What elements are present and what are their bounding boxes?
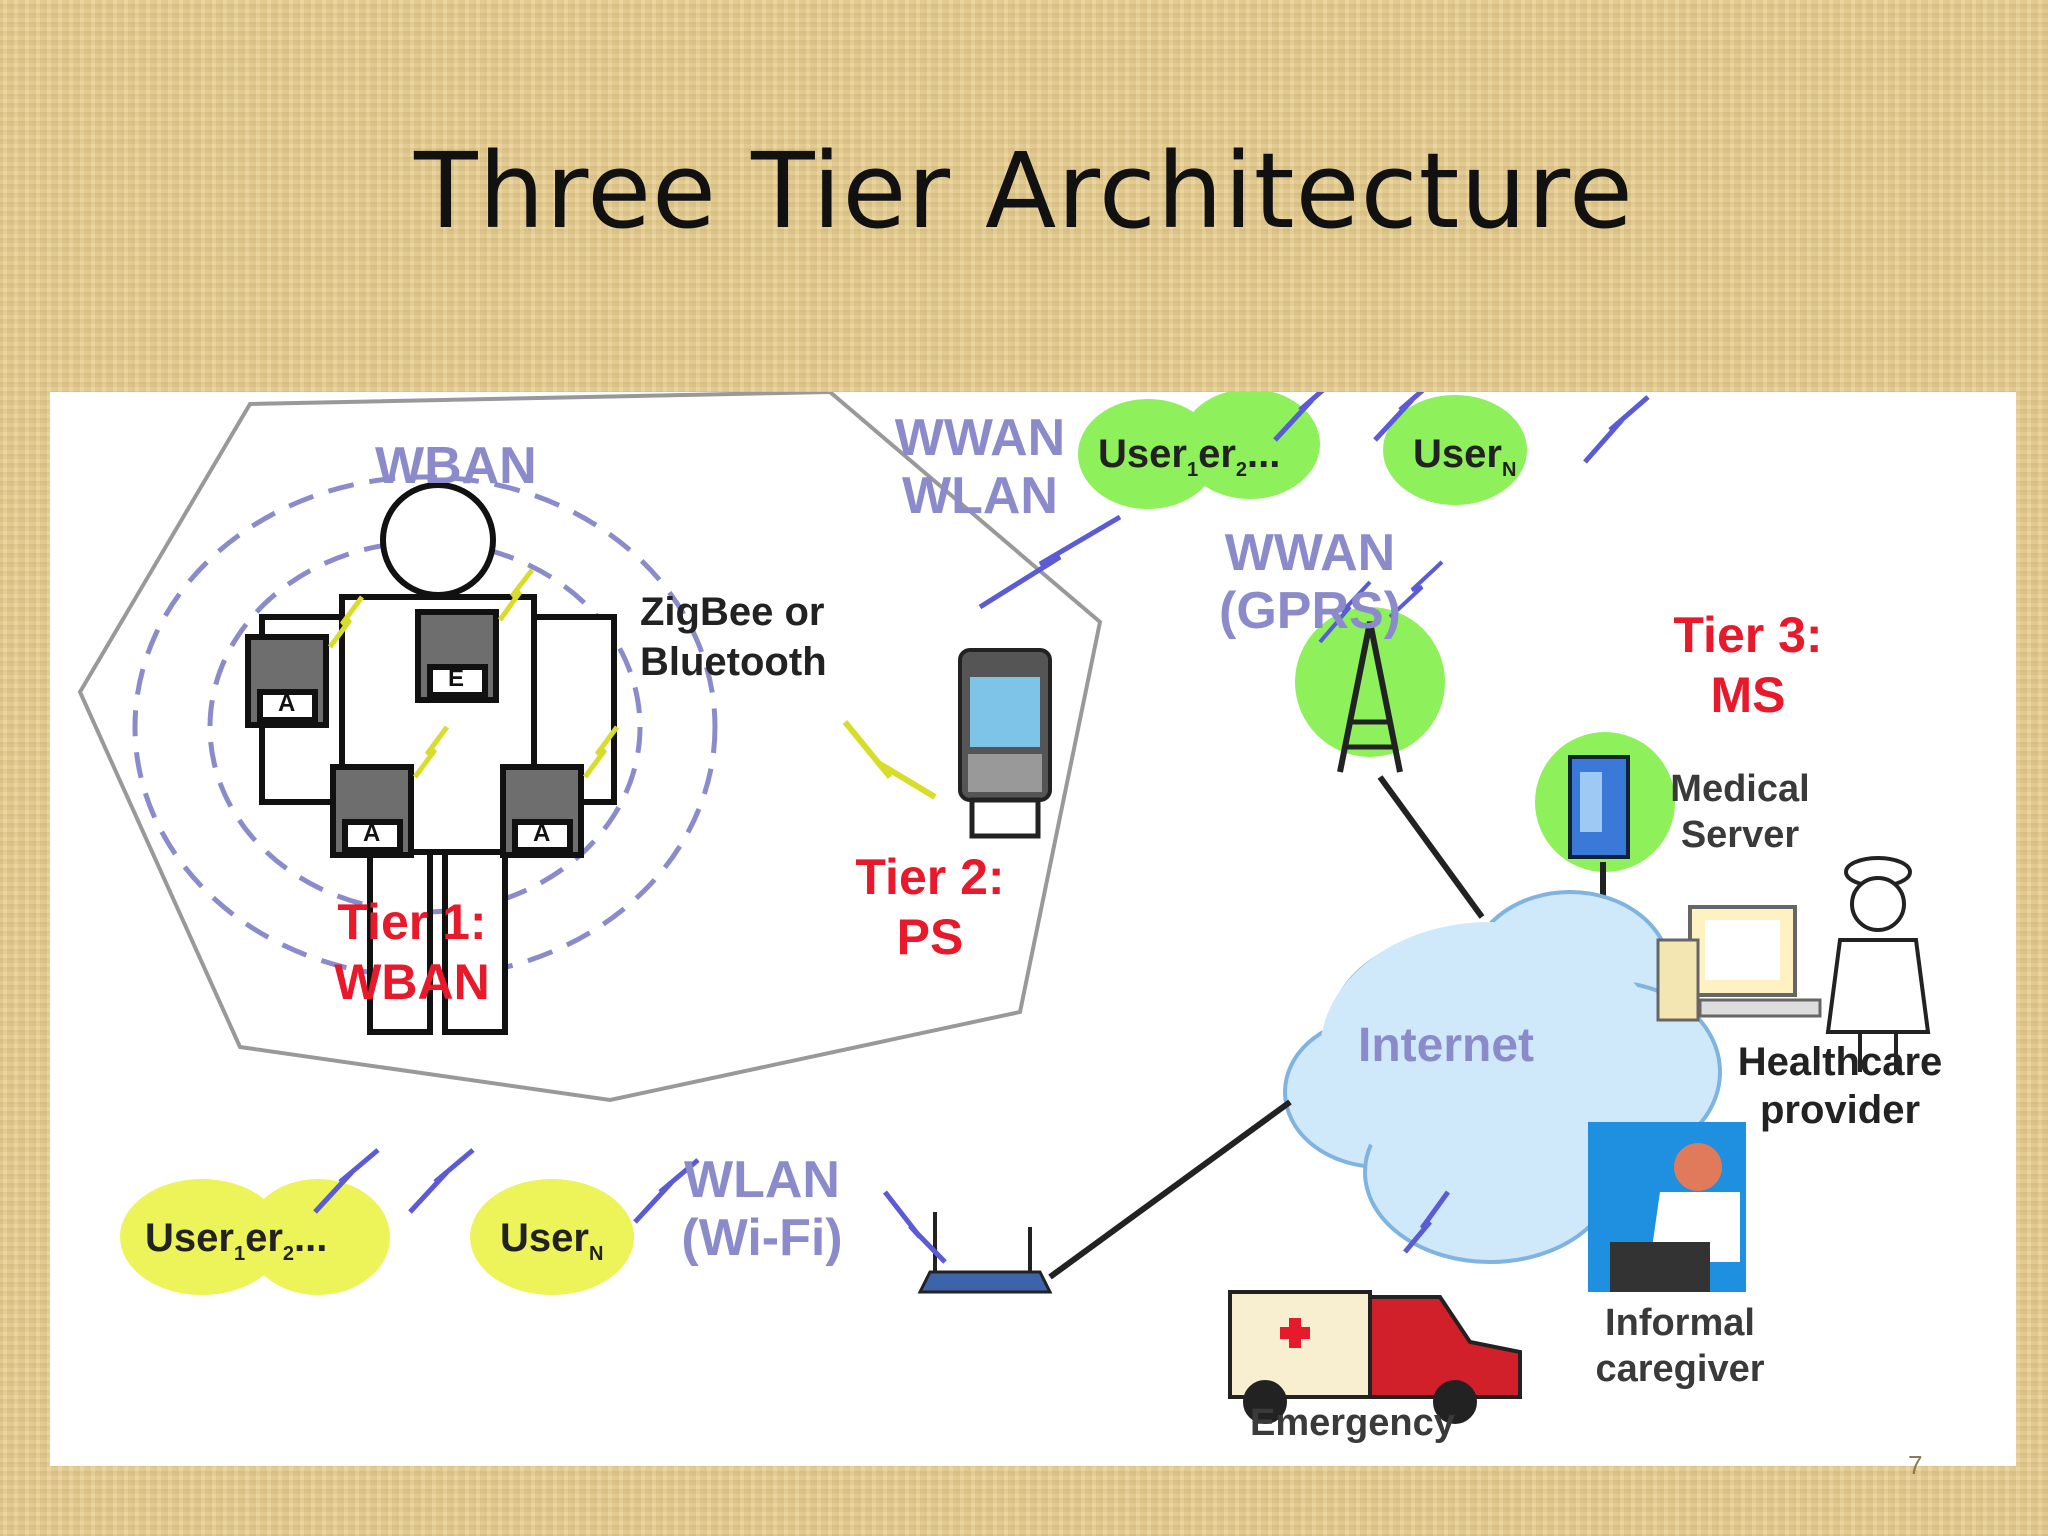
tier1-label: Tier 1: WBAN: [334, 894, 490, 1010]
medical-server: [1535, 732, 1675, 912]
page-number: 7: [1908, 1450, 1923, 1480]
wifi-router: [917, 1212, 1053, 1294]
router-internet-line: [1048, 1099, 1292, 1280]
bottom-user-bolts: [313, 1148, 700, 1224]
cell-tower: [1295, 560, 1445, 773]
tower-internet-line: [1377, 775, 1485, 919]
healthcare-computer: [1656, 905, 1822, 1022]
tier2-label: Tier 2: PS: [855, 849, 1005, 965]
zigbee-link-bolt: [842, 720, 937, 800]
healthcare-provider-label: Healthcare provider: [1737, 1040, 1943, 1132]
wban-area-label: WBAN: [375, 437, 537, 495]
body-sensors: [245, 609, 584, 858]
sensor-label-4: A: [533, 820, 551, 847]
emergency-bolt: [1403, 1190, 1451, 1254]
bottom-user-list: User1er2...: [145, 1216, 328, 1265]
wban-boundary: [77, 392, 1103, 1103]
wwan-wlan-label: WWAN WLAN: [894, 409, 1066, 525]
internet-label: Internet: [1358, 1019, 1535, 1072]
sensor-label-1: A: [278, 690, 296, 717]
phone-device: [958, 648, 1052, 839]
architecture-diagram: WBAN Tier 1: WBAN ZigBee or Bluetooth Ti…: [50, 392, 2016, 1466]
bottom-user-n: UserN: [500, 1216, 604, 1265]
top-user-bubbles: [1078, 392, 1527, 509]
emergency-label: Emergency: [1250, 1402, 1455, 1444]
wwan-gprs-label: WWAN (GPRS): [1219, 524, 1401, 640]
caregiver-picture: [1588, 1122, 1746, 1292]
zigbee-bluetooth-label: ZigBee or Bluetooth: [640, 590, 827, 684]
sensor-bolts: [327, 568, 620, 779]
top-user-bolts: [1273, 392, 1650, 464]
medical-server-label: Medical Server: [1670, 768, 1810, 856]
sensor-label-3: A: [363, 820, 381, 847]
router-wifi-bolt: [883, 1190, 947, 1264]
top-user-list: User1er2...: [1098, 432, 1281, 481]
phone-wwan-bolt: [978, 514, 1122, 610]
slide-title: Three Tier Architecture: [414, 130, 1634, 252]
bottom-user-bubbles: [120, 1179, 634, 1295]
doctor-figure: [1825, 856, 1931, 1072]
sensor-label-2: E: [448, 665, 465, 692]
ambulance: [1228, 1290, 1522, 1424]
diagram-graphics: [77, 392, 1931, 1424]
informal-caregiver-label: Informal caregiver: [1595, 1302, 1765, 1390]
wlan-wifi-label: WLAN (Wi-Fi): [681, 1151, 843, 1267]
tier3-label: Tier 3: MS: [1673, 607, 1823, 723]
top-user-n: UserN: [1413, 432, 1517, 481]
